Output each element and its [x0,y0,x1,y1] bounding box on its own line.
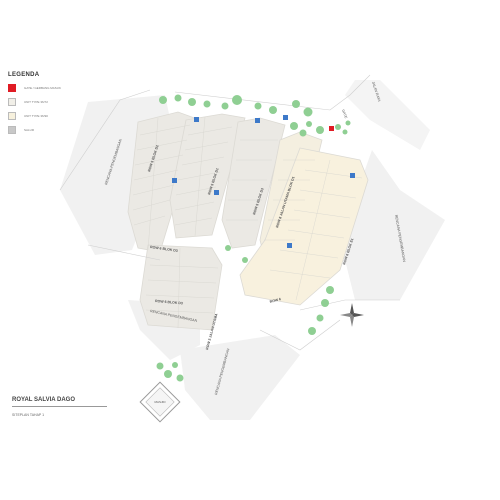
compass-icon [340,303,364,327]
legend-item-type-36-72: UNIT TYPE 36/72 [8,98,128,106]
legend-title: LEGENDA [8,72,40,78]
rencana-area-right [340,150,445,300]
gate-marker [329,126,334,131]
masjid-outer [139,381,181,423]
legend-swatch-salur [8,126,16,134]
legend-label-type-36-72: UNIT TYPE 36/72 [24,100,48,104]
project-title: ROYAL SALVIA DAGO [12,397,76,403]
legend-swatch-type-36-90 [8,112,16,120]
legend-item-type-36-90: UNIT TYPE 36/90 [8,112,128,120]
legend: LEGENDA GATE / GERBANG MASUK UNIT TYPE 3… [8,72,128,134]
masjid-inner [145,387,175,417]
label-row9: ROW 6 [269,297,281,304]
legend-item-gate: GATE / GERBANG MASUK [8,84,128,92]
legend-swatch-gate [8,84,16,92]
label-jalan-raya: JALAN RAYA [371,81,381,103]
block-bottom-left-outline [139,244,223,331]
label-row7: ROW 6 BLOK D3 [155,299,183,305]
lot-grid [132,116,363,329]
rencana-area-top [345,80,430,150]
legend-item-salur: SALUR [8,126,128,134]
title-block: ROYAL SALVIA DAGO SITEPLAN TAHAP 1 [12,397,122,417]
legend-label-salur: SALUR [24,128,35,132]
title-divider [12,406,107,407]
legend-label-gate: GATE / GERBANG MASUK [24,86,61,90]
label-row6: ROW 6 BLOK D3 [150,245,178,253]
label-masjid: MASJID [154,400,166,404]
block-e1-outline [239,147,369,306]
project-subtitle: SITEPLAN TAHAP 1 [12,412,45,417]
legend-label-type-36-90: UNIT TYPE 36/90 [24,114,48,118]
rencana-area-bottom-right [180,335,300,420]
trees [156,94,351,382]
legend-swatch-type-36-72 [8,98,16,106]
road-lines [59,74,400,351]
salur-markers [172,115,355,248]
label-gate: GATE [341,109,348,120]
